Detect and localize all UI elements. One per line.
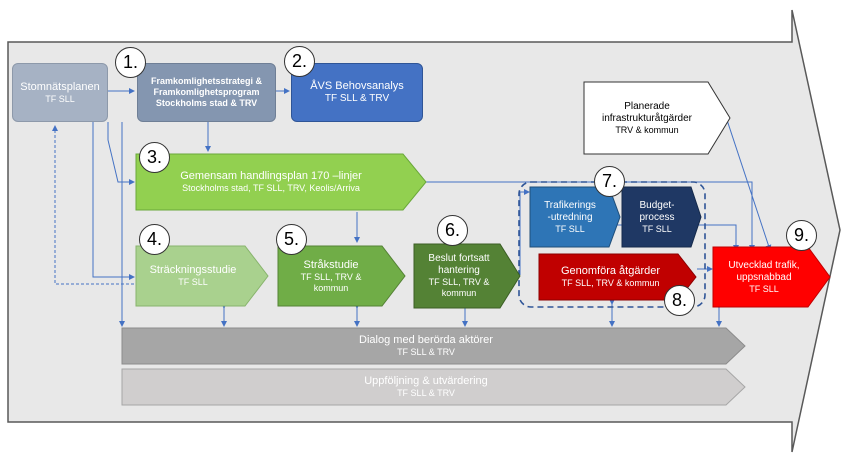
uppfoljning-title: Uppföljning & utvärdering: [364, 375, 488, 387]
uppfoljning-bar: Uppföljning & utvärdering TF SLL & TRV: [121, 368, 746, 406]
utvecklad-line1: Utvecklad trafik,: [728, 259, 800, 271]
trafikering-line2: -utredning: [547, 211, 593, 223]
strackning-title: Sträckningsstudie: [149, 264, 237, 276]
beslut-line3: TF SLL, TRV &: [428, 277, 490, 288]
genomfora-box: Genomföra åtgärder TF SLL, TRV & kommun: [538, 253, 697, 301]
strackningsstudie-box: Sträckningsstudie TF SLL: [135, 245, 269, 307]
uppfoljning-sub: TF SLL & TRV: [397, 388, 455, 399]
beslut-line2: hantering: [438, 265, 480, 277]
handlingsplan-title: Gemensam handlingsplan 170 –linjer: [180, 170, 362, 182]
utvecklad-trafik-box: Utvecklad trafik, uppsnabbad TF SLL: [712, 246, 831, 308]
framkomlighet-line3: Stockholms stad & TRV: [155, 97, 258, 108]
budget-sub: TF SLL: [642, 223, 672, 234]
strak-title: Stråkstudie: [303, 258, 359, 271]
utvecklad-sub: TF SLL: [749, 283, 779, 294]
planerade-sub: TRV & kommun: [615, 124, 679, 135]
genomfora-title: Genomföra åtgärder: [560, 265, 661, 277]
handlingsplan-sub: Stockholms stad, TF SLL, TRV, Keolis/Arr…: [182, 183, 360, 194]
framkomlighet-box: Framkomlighetsstrategi & Framkomlighetsp…: [137, 63, 276, 122]
beslut-line4: kommun: [441, 288, 477, 298]
strakstudie-box: Stråkstudie TF SLL, TRV & kommun: [277, 245, 406, 307]
step-badge-7: 7.: [594, 166, 625, 197]
avs-title: ÅVS Behovsanalys: [310, 79, 404, 92]
step-badge-4: 4.: [139, 224, 170, 255]
framkomlighet-line2: Framkomlighetsprogram: [153, 87, 260, 98]
step-badge-3: 3.: [139, 142, 170, 173]
step-badge-2: 2.: [284, 46, 315, 77]
utvecklad-line2: uppsnabbad: [736, 271, 792, 283]
handlingsplan-box: Gemensam handlingsplan 170 –linjer Stock…: [135, 153, 427, 211]
strackning-sub: TF SLL: [178, 277, 208, 288]
step-badge-9: 9.: [786, 220, 817, 251]
avs-behovsanalys-box: ÅVS Behovsanalys TF SLL & TRV: [291, 63, 423, 122]
stomnatsplanen-title: Stomnätsplanen: [20, 80, 100, 93]
step-badge-8: 8.: [664, 285, 695, 316]
framkomlighet-line1: Framkomlighetsstrategi &: [150, 76, 263, 87]
trafikering-sub: TF SLL: [555, 223, 585, 234]
beslut-box: Beslut fortsatt hantering TF SLL, TRV & …: [413, 243, 521, 309]
beslut-line1: Beslut fortsatt: [428, 253, 490, 265]
budgetprocess-box: Budget- process TF SLL: [621, 186, 702, 248]
planerade-box: Planerade infrastrukturåtgärder TRV & ko…: [583, 81, 731, 155]
step-badge-1: 1.: [115, 47, 146, 78]
budget-line2: process: [639, 211, 675, 223]
stomnatsplanen-box: Stomnätsplanen TF SLL: [12, 63, 108, 122]
step-badge-6: 6.: [437, 215, 468, 246]
genomfora-sub: TF SLL, TRV & kommun: [561, 278, 660, 289]
planerade-line1: Planerade: [624, 100, 670, 112]
avs-sub: TF SLL & TRV: [324, 93, 390, 105]
step-badge-5: 5.: [276, 224, 307, 255]
dialog-bar: Dialog med berörda aktörer TF SLL & TRV: [121, 327, 746, 365]
dialog-title: Dialog med berörda aktörer: [359, 334, 493, 346]
trafikering-line1: Trafikerings: [544, 199, 596, 211]
planerade-line2: infrastrukturåtgärder: [601, 112, 693, 124]
stomnatsplanen-sub: TF SLL: [45, 93, 75, 104]
budget-line1: Budget-: [639, 199, 675, 211]
dialog-sub: TF SLL & TRV: [397, 347, 455, 358]
strak-line2: TF SLL, TRV &: [300, 271, 362, 282]
strak-line3: kommun: [313, 282, 349, 293]
